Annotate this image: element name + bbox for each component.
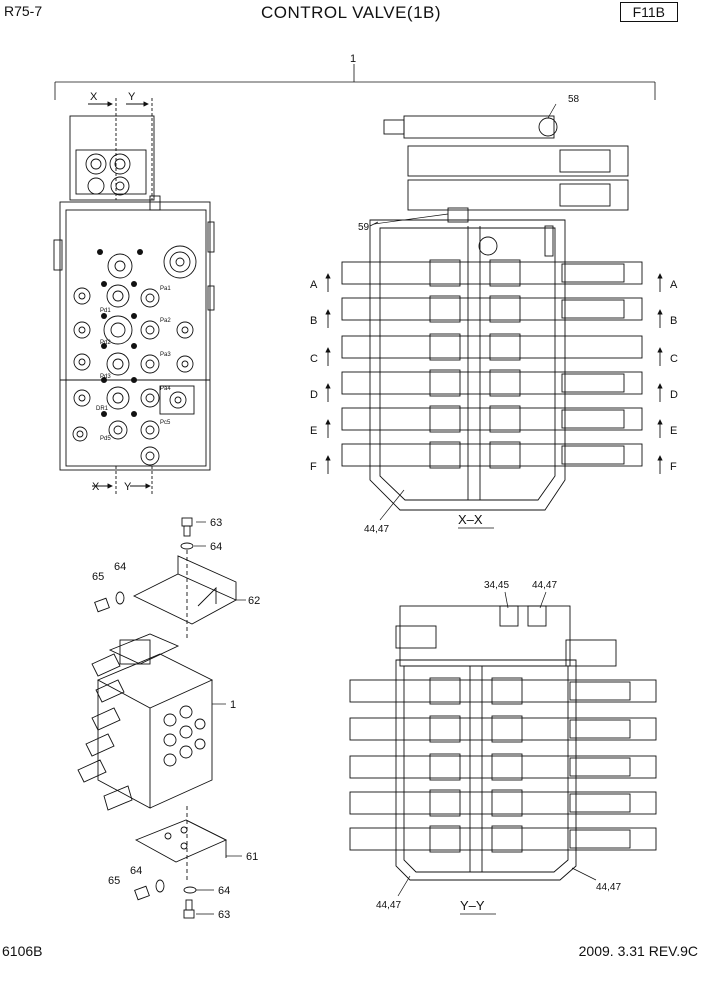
- section-yy: [395, 605, 617, 881]
- port-label: Pa4: [160, 386, 171, 392]
- section-markers-right: A B C D E F: [670, 279, 678, 473]
- section-marker-f-left: F: [310, 461, 317, 473]
- spool-row: [341, 295, 643, 323]
- callout-64-top: 64: [210, 541, 222, 553]
- spool-row: [349, 825, 657, 853]
- spool-row: [341, 405, 643, 433]
- front-view: [53, 98, 215, 494]
- section-marker-f-right: F: [670, 461, 677, 473]
- port-label: Pa2: [160, 318, 171, 324]
- view-label-y-bottom: Y: [124, 481, 132, 493]
- view-label-y-top: Y: [128, 91, 136, 103]
- section-marker-e-left: E: [310, 425, 317, 437]
- port-label: DR1: [96, 406, 109, 412]
- section-marker-d-right: D: [670, 389, 678, 401]
- port-label: Pd2: [100, 340, 111, 346]
- callout-65-left: 65: [92, 571, 104, 583]
- callout-44-47-a: 44,47: [364, 524, 389, 535]
- callout-64-lower-left: 64: [130, 865, 142, 877]
- callout-62: 62: [248, 595, 260, 607]
- spool-row: [341, 333, 643, 361]
- page-title: CONTROL VALVE(1B): [260, 3, 442, 22]
- port-label: Pd3: [100, 374, 111, 380]
- section-marker-c-left: C: [310, 353, 318, 365]
- section-marker-c-right: C: [670, 353, 678, 365]
- section-marker-a-left: A: [310, 279, 318, 291]
- spool-row: [349, 715, 657, 743]
- section-marker-d-left: D: [310, 389, 318, 401]
- port-label: Pc5: [160, 420, 171, 426]
- section-marker-a-right: A: [670, 279, 678, 291]
- callout-63-lower: 63: [218, 909, 230, 921]
- model-number: R75-7: [4, 3, 43, 19]
- section-arrows: [325, 273, 663, 474]
- view-label-x-top: X: [90, 91, 98, 103]
- callout-64-lower: 64: [218, 885, 230, 897]
- callout-44-47-c: 44,47: [596, 882, 621, 893]
- section-marker-b-left: B: [310, 315, 317, 327]
- spool-row: [341, 441, 643, 469]
- section-marker-e-right: E: [670, 425, 677, 437]
- assembly-bracket: [54, 64, 656, 100]
- revision-date: 2009. 3.31 REV.9C: [578, 943, 698, 959]
- callout-59: 59: [358, 222, 370, 233]
- callout-63-top: 63: [210, 517, 222, 529]
- callout-58: 58: [568, 94, 580, 105]
- spool-row: [349, 753, 657, 781]
- port-label: Pd1: [100, 308, 111, 314]
- leader-lines: [194, 521, 246, 915]
- port-label: Pa1: [160, 286, 171, 292]
- exploded-view: [77, 517, 238, 919]
- spool-row: [341, 259, 643, 287]
- callout-64-left: 64: [114, 561, 126, 573]
- port-label: Pa3: [160, 352, 171, 358]
- spool-row: [349, 789, 657, 817]
- page-code-box: F11B: [619, 2, 678, 22]
- section-markers-left: A B C D E F: [310, 279, 318, 473]
- callout-65-lower: 65: [108, 875, 120, 887]
- callout-44-47-b: 44,47: [532, 580, 557, 591]
- port-labels: Pa1 Pd1 Pa2 Pd2 Pa3 Pd3 Pa4 DR1 Pd5 Pc5: [96, 286, 171, 442]
- spool-row: [349, 677, 657, 705]
- section-xx: [369, 103, 629, 511]
- spool-row: [341, 369, 643, 397]
- spool-rows-yy: [349, 677, 657, 853]
- section-title-xx: X–X: [458, 512, 483, 527]
- callout-44-47-d: 44,47: [376, 900, 401, 911]
- callout-assembly: 1: [350, 53, 356, 65]
- callout-1-assembly: 1: [230, 699, 236, 711]
- catalog-code: 6106B: [2, 943, 43, 959]
- view-label-x-bottom: X: [92, 481, 100, 493]
- spool-rows-xx: [341, 259, 643, 469]
- section-marker-b-right: B: [670, 315, 677, 327]
- callout-34-45: 34,45: [484, 580, 509, 591]
- section-title-yy: Y–Y: [460, 898, 485, 913]
- port-label: Pd5: [100, 436, 111, 442]
- callout-61: 61: [246, 851, 258, 863]
